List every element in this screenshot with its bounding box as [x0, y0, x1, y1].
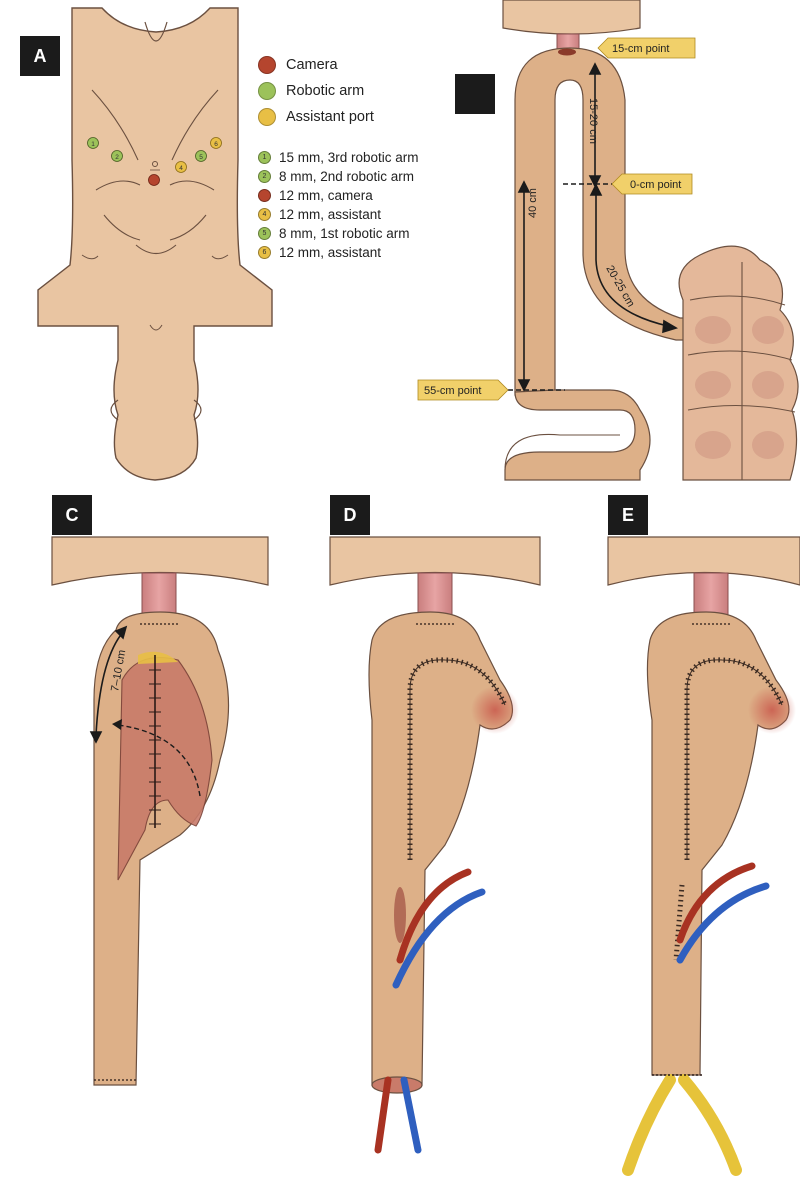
- redness-d: [471, 686, 519, 734]
- camera-swatch: [258, 56, 276, 74]
- legend-port-6: 6 12 mm, assistant: [258, 243, 419, 262]
- bile-duct-right-e: [684, 1080, 736, 1170]
- torso-silhouette: [38, 8, 272, 480]
- panel-label-c: C: [52, 495, 92, 535]
- tag-55cm: 55-cm point: [418, 380, 508, 400]
- port-3-marker: [258, 189, 271, 202]
- port-1-marker: 1: [258, 151, 271, 164]
- legend-camera-label: Camera: [286, 57, 338, 73]
- svg-text:6: 6: [214, 141, 218, 148]
- panel-c-stomach: 7–10 cm: [52, 537, 268, 1085]
- svg-text:4: 4: [179, 165, 183, 172]
- label-15-20cm: 15-20 cm: [587, 98, 599, 144]
- panel-label-a: A: [20, 36, 60, 76]
- distal-opening-d: [372, 1077, 422, 1093]
- port-5-label: 8 mm, 1st robotic arm: [279, 226, 410, 241]
- panel-e-reconstruction: [608, 537, 800, 1170]
- gastrojejunostomy-site: [558, 49, 576, 56]
- legend-camera: Camera: [258, 52, 419, 78]
- gastric-pouch-d: [369, 612, 512, 1085]
- tag-55cm-label: 55-cm point: [424, 385, 481, 397]
- legend-assistant-port: Assistant port: [258, 104, 419, 130]
- tag-15cm-label: 15-cm point: [612, 43, 669, 55]
- legend-assistant-port-label: Assistant port: [286, 109, 374, 125]
- svg-text:2: 2: [115, 154, 119, 161]
- redness-e: [748, 686, 796, 734]
- port-6: 6: [211, 138, 222, 149]
- label-40cm: 40 cm: [527, 188, 539, 218]
- legend-robotic-arm-label: Robotic arm: [286, 83, 364, 99]
- tag-0cm-label: 0-cm point: [630, 179, 681, 191]
- svg-text:1: 1: [91, 141, 95, 148]
- legend-port-5: 5 8 mm, 1st robotic arm: [258, 224, 419, 243]
- port-3-camera: [149, 175, 160, 186]
- port-2-marker: 2: [258, 170, 271, 183]
- port-4-label: 12 mm, assistant: [279, 207, 381, 222]
- port-2: 2: [112, 151, 123, 162]
- bowel-mass: [679, 246, 798, 480]
- legend-port-4: 4 12 mm, assistant: [258, 205, 419, 224]
- legend-robotic-arm: Robotic arm: [258, 78, 419, 104]
- port-5: 5: [196, 151, 207, 162]
- port-1-label: 15 mm, 3rd robotic arm: [279, 150, 419, 165]
- panel-d-reconstruction: [330, 537, 540, 1150]
- bile-duct-left-e: [628, 1080, 670, 1170]
- limb-loop: [515, 48, 690, 395]
- diaphragm-b: [503, 0, 640, 34]
- mucosa-window-d: [394, 887, 406, 943]
- legend-port-2: 2 8 mm, 2nd robotic arm: [258, 167, 419, 186]
- port-4-marker: 4: [258, 208, 271, 221]
- svg-text:5: 5: [199, 154, 203, 161]
- robotic-arm-swatch: [258, 82, 276, 100]
- assistant-port-swatch: [258, 108, 276, 126]
- port-2-label: 8 mm, 2nd robotic arm: [279, 169, 414, 184]
- panel-label-b: [455, 74, 495, 114]
- tag-0cm: 0-cm point: [612, 174, 692, 194]
- tag-15cm: 15-cm point: [598, 38, 695, 58]
- port-5-marker: 5: [258, 227, 271, 240]
- port-4: 4: [176, 162, 187, 173]
- port-1: 1: [88, 138, 99, 149]
- port-6-label: 12 mm, assistant: [279, 245, 381, 260]
- panel-label-e: E: [608, 495, 648, 535]
- port-3-label: 12 mm, camera: [279, 188, 373, 203]
- panel-b-limb: 15-cm point 0-cm point 55-cm point 15-20…: [418, 0, 798, 480]
- port-6-marker: 6: [258, 246, 271, 259]
- port-legend: Camera Robotic arm Assistant port 1 15 m…: [258, 52, 419, 262]
- panel-a-torso: 1 2 4 5 6: [38, 8, 272, 480]
- panel-label-d: D: [330, 495, 370, 535]
- legend-port-1: 1 15 mm, 3rd robotic arm: [258, 148, 419, 167]
- legend-port-3: 12 mm, camera: [258, 186, 419, 205]
